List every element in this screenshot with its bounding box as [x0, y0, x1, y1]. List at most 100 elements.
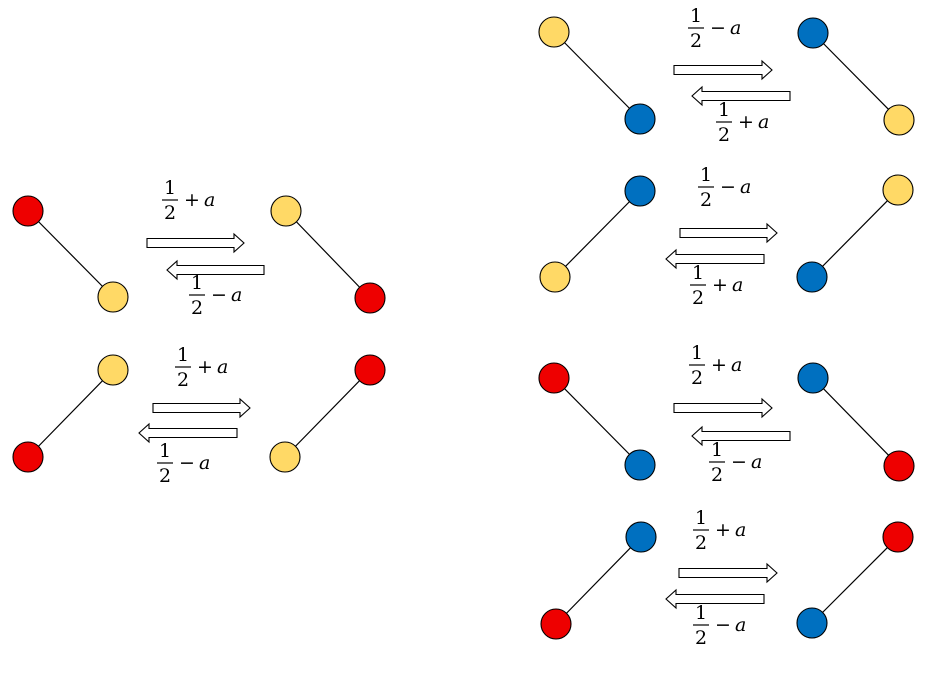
bond-line [553, 31, 641, 120]
rate-operator: − [715, 614, 731, 636]
rate-variable: a [735, 614, 746, 636]
red-atom [354, 282, 386, 314]
rate-numerator: 1 [700, 164, 712, 186]
blue-atom [624, 103, 656, 135]
rate-operator: + [738, 111, 754, 133]
rate-denominator: 2 [711, 464, 723, 486]
yellow-atom [882, 174, 914, 206]
forward-rate-label: 1 2−a [698, 164, 751, 211]
rate-variable: a [731, 354, 742, 376]
rate-denominator: 2 [690, 30, 702, 52]
reactant-molecule [539, 175, 656, 293]
red-atom [538, 362, 570, 394]
backward-arrow [166, 259, 265, 281]
backward-arrow [138, 422, 238, 444]
product-molecule [270, 195, 386, 314]
blue-atom [796, 261, 828, 293]
reaction-right-2: 12−a12+a [539, 164, 914, 309]
red-atom [12, 195, 44, 227]
reactant-molecule [12, 354, 129, 473]
rate-denominator: 2 [695, 627, 707, 649]
blue-atom [796, 607, 828, 639]
reaction-right-1: 12−a12+a [538, 5, 915, 146]
bond-line [811, 189, 899, 278]
blue-atom [624, 449, 656, 481]
red-atom [540, 608, 572, 640]
rate-operator: + [184, 189, 200, 211]
blue-atom [797, 17, 829, 49]
bond-line [812, 377, 900, 467]
rate-denominator: 2 [718, 124, 730, 146]
backward-rate-label: 1 2 +a [716, 99, 769, 146]
product-molecule [269, 354, 386, 473]
forward-rate-label: 12+a [689, 342, 742, 389]
rate-variable: a [740, 176, 751, 198]
forward-arrow [673, 397, 773, 419]
rate-numerator: 1 [711, 439, 723, 461]
red-atom [883, 450, 915, 482]
rate-numerator: 1 [690, 5, 702, 27]
yellow-atom [883, 104, 915, 136]
rate-variable: a [199, 452, 210, 474]
reaction-left-2: 12+a12−a [12, 344, 386, 487]
forward-arrow [678, 562, 778, 584]
yellow-atom [539, 261, 571, 293]
product-molecule [796, 521, 914, 639]
yellow-atom [97, 354, 129, 386]
forward-rate-label: 12+a [693, 507, 746, 554]
blue-atom [624, 175, 656, 207]
backward-rate-label: 1 2−a [157, 440, 210, 487]
rate-variable: a [730, 17, 741, 39]
forward-arrow [152, 397, 251, 419]
rate-denominator: 2 [695, 532, 707, 554]
reactant-molecule [12, 195, 129, 313]
rate-numerator: 1 [691, 342, 703, 364]
bond-line [555, 536, 642, 625]
rate-operator: − [720, 176, 736, 198]
forward-rate-label: 12+a [175, 344, 228, 391]
rate-variable: a [217, 356, 228, 378]
rate-denominator: 2 [164, 202, 176, 224]
rate-denominator: 2 [159, 465, 171, 487]
backward-arrow [665, 588, 765, 610]
product-molecule [796, 174, 914, 293]
rate-numerator: 1 [164, 177, 176, 199]
red-atom [882, 521, 914, 553]
rate-denominator: 2 [700, 189, 712, 211]
rate-operator: + [715, 519, 731, 541]
reactant-molecule [538, 16, 656, 135]
rate-variable: a [735, 519, 746, 541]
yellow-atom [269, 441, 301, 473]
blue-atom [625, 521, 657, 553]
blue-atom [797, 362, 829, 394]
yellow-atom [270, 195, 302, 227]
rate-operator: + [197, 356, 213, 378]
backward-rate-label: 12−a [189, 272, 242, 319]
forward-rate-label: 12+a [162, 177, 215, 224]
rate-numerator: 1 [159, 440, 171, 462]
backward-rate-label: 12−a [709, 439, 762, 486]
rate-denominator: 2 [692, 287, 704, 309]
reaction-right-3: 12+a12−a [538, 342, 915, 486]
rate-numerator: 1 [191, 272, 203, 294]
backward-arrow [691, 425, 791, 447]
rate-variable: a [758, 111, 769, 133]
product-molecule [797, 17, 915, 136]
reactant-molecule [538, 362, 656, 481]
rate-denominator: 2 [177, 369, 189, 391]
backward-rate-label: 1 2−a [693, 602, 746, 649]
reactant-molecule [540, 521, 657, 640]
rate-numerator: 1 [718, 99, 730, 121]
rate-variable: a [751, 451, 762, 473]
bond-line [553, 377, 641, 466]
backward-arrow [665, 248, 765, 270]
reaction-left-1: 12+a12−a [12, 177, 386, 319]
rate-operator: + [711, 354, 727, 376]
backward-arrow [691, 85, 791, 107]
rate-numerator: 1 [695, 602, 707, 624]
bond-line [811, 536, 899, 624]
rate-operator: − [179, 452, 195, 474]
rate-operator: − [211, 284, 227, 306]
bond-line [812, 32, 900, 121]
forward-rate-label: 12−a [688, 5, 741, 52]
